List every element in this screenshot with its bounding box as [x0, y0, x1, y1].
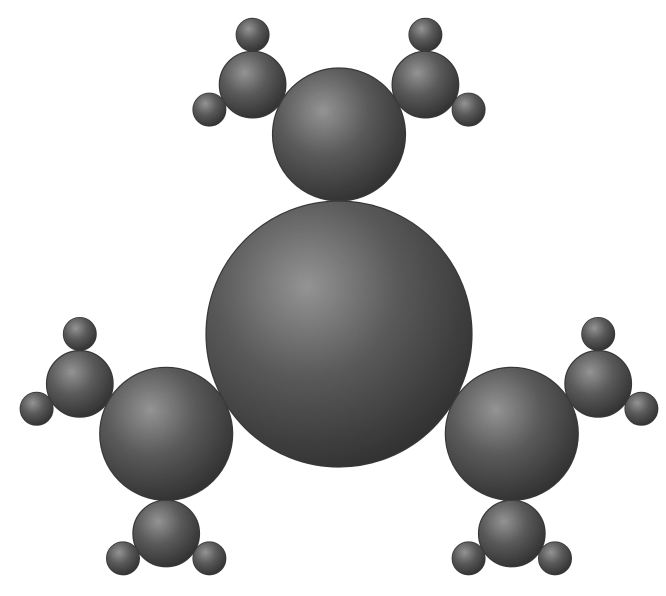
- sphere-level-1: [100, 367, 233, 500]
- sphere-level-0: [206, 201, 472, 467]
- sphere-level-3: [625, 392, 658, 425]
- sphere-level-2: [392, 51, 459, 118]
- sphere-level-1: [273, 68, 406, 201]
- sphere-level-2: [47, 351, 114, 418]
- sphere-group: [20, 18, 658, 575]
- sphere-level-3: [20, 392, 53, 425]
- sphere-level-1: [445, 367, 578, 500]
- sphere-level-3: [452, 542, 485, 575]
- sphere-level-3: [63, 317, 96, 350]
- sphere-level-2: [565, 351, 632, 418]
- sphere-level-3: [582, 317, 615, 350]
- sphere-level-3: [193, 93, 226, 126]
- sphere-level-3: [452, 93, 485, 126]
- sphere-level-3: [236, 18, 269, 51]
- sphere-level-2: [133, 500, 200, 567]
- sphere-level-3: [538, 542, 571, 575]
- sphere-level-3: [409, 18, 442, 51]
- sphere-level-3: [193, 542, 226, 575]
- sphere-level-2: [479, 500, 546, 567]
- sphere-level-3: [106, 542, 139, 575]
- sphere-level-2: [219, 51, 286, 118]
